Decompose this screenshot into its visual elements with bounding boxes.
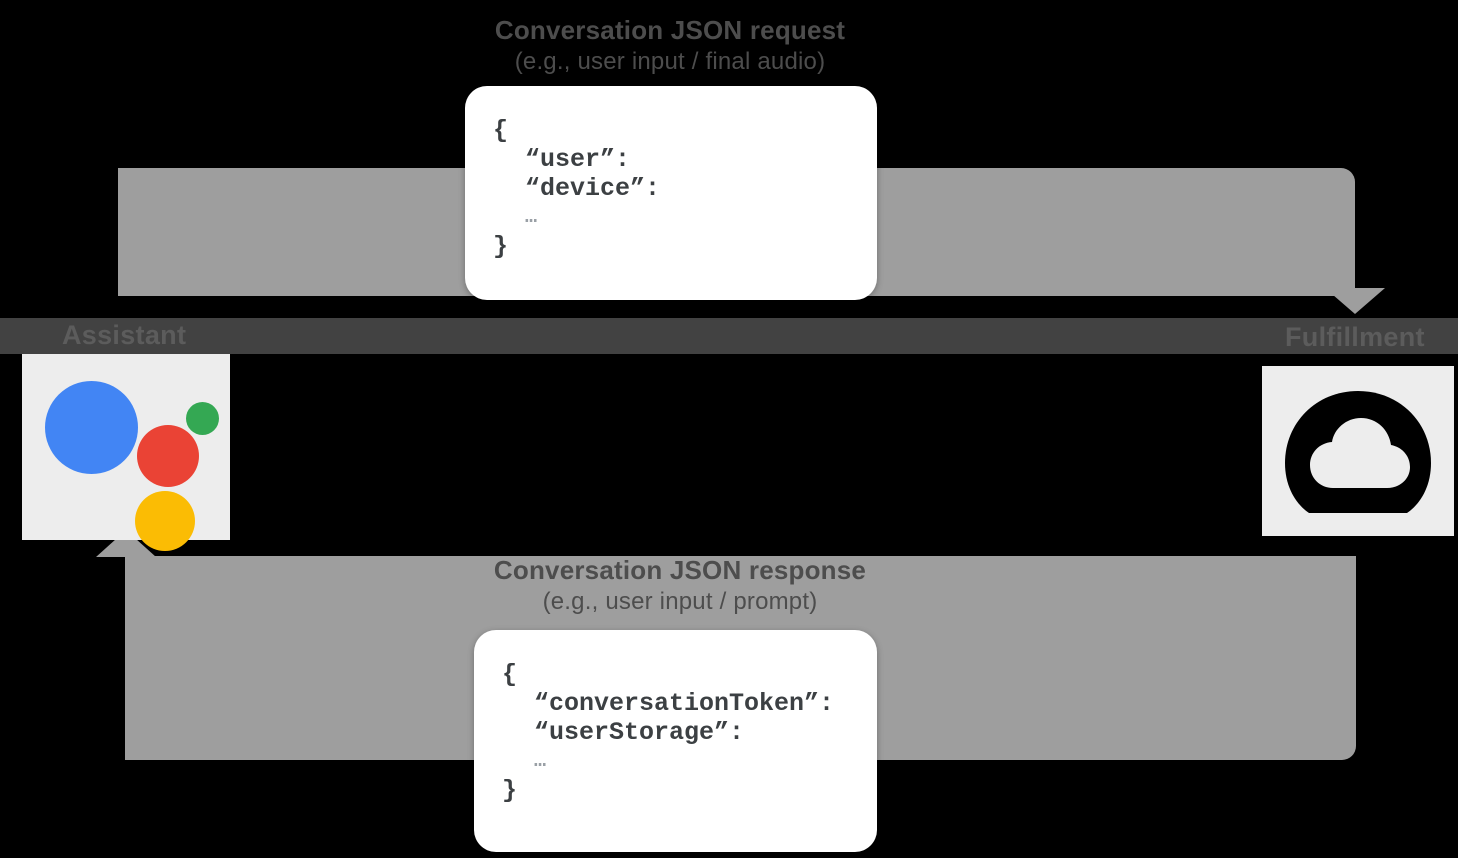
- request-json-open: {: [493, 116, 509, 145]
- fulfillment-label: Fulfillment: [1285, 322, 1425, 352]
- assistant-label: Assistant: [62, 320, 187, 350]
- assistant-node[interactable]: [22, 354, 230, 551]
- request-caption: Conversation JSON request (e.g., user in…: [430, 14, 910, 78]
- assistant-dot-green: [186, 402, 219, 435]
- response-json-card: { “conversationToken”: “userStorage”: … …: [474, 630, 877, 852]
- assistant-dot-yellow: [135, 491, 195, 551]
- request-json-card: { “user”: “device”: … }: [465, 86, 877, 300]
- fulfillment-node[interactable]: [1262, 366, 1454, 536]
- assistant-dot-blue: [45, 381, 138, 474]
- request-json-ellipsis: …: [525, 206, 540, 229]
- response-caption-title: Conversation JSON response: [493, 555, 867, 585]
- response-json-close: }: [502, 776, 518, 805]
- google-assistant-logo-icon: [39, 371, 219, 551]
- response-caption: Conversation JSON response (e.g., user i…: [440, 554, 920, 618]
- request-json-line-user: “user”:: [525, 145, 631, 174]
- response-json-line-storage: “userStorage”:: [534, 718, 745, 747]
- request-caption-title: Conversation JSON request: [494, 15, 846, 45]
- request-json-line-device: “device”:: [525, 174, 661, 203]
- response-caption-subtitle: (e.g., user input / prompt): [542, 588, 818, 615]
- request-arrow-head-icon: [1325, 288, 1385, 314]
- request-caption-subtitle: (e.g., user input / final audio): [514, 48, 826, 75]
- center-band: [0, 318, 1458, 354]
- assistant-dot-red: [137, 425, 199, 487]
- response-json-open: {: [502, 660, 518, 689]
- response-json-ellipsis: …: [534, 750, 549, 773]
- response-json-line-token: “conversationToken”:: [534, 689, 835, 718]
- request-json-close: }: [493, 232, 509, 261]
- cloud-icon: [1285, 391, 1431, 513]
